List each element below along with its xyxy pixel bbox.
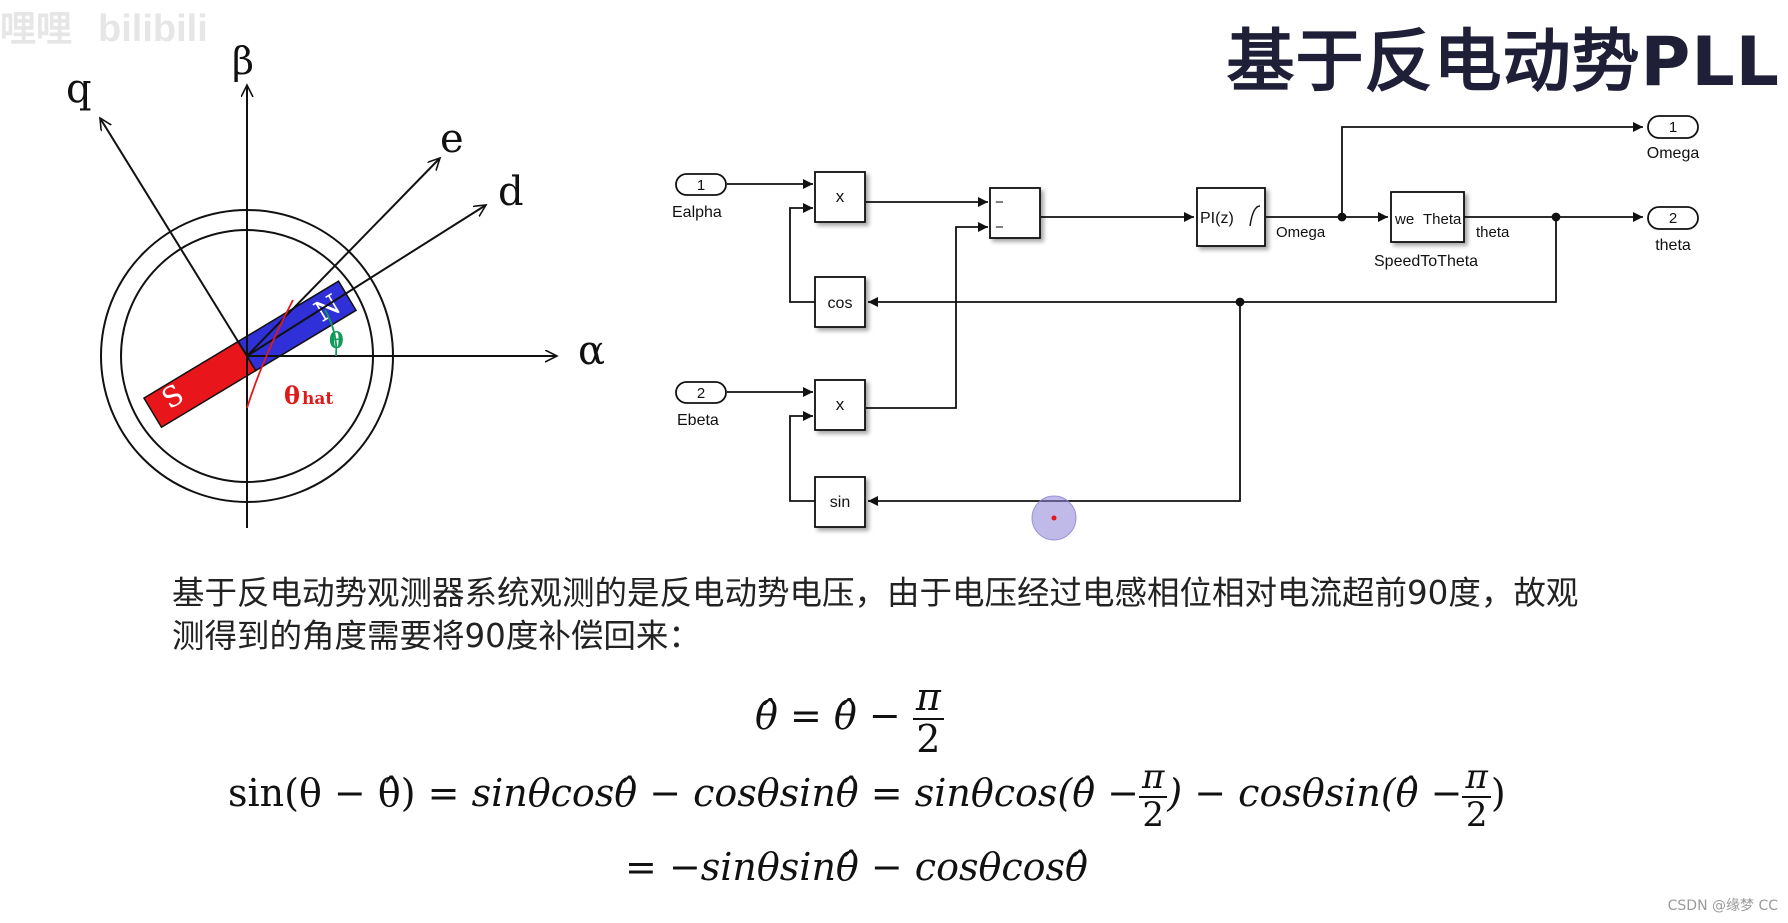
outport-omega-name: Omega [1647, 145, 1700, 162]
eq2-denominator-1: 2 [1142, 794, 1164, 835]
eq1-rhs: θ̂ [833, 693, 857, 738]
wire-omega-branch-to-outport [1341, 122, 1643, 217]
pll-block-diagram [675, 115, 1699, 528]
q-axis-label: q [66, 66, 92, 112]
theta-arc [324, 309, 338, 357]
magnet-north-pole [237, 280, 358, 372]
eq1-denominator: 2 [916, 716, 941, 761]
eq1-lhs: θ̂ [755, 693, 778, 738]
watermark-brand: bilibili [98, 8, 208, 50]
outport-theta-number: 2 [1669, 210, 1677, 227]
inport-ebeta-number: 2 [697, 385, 705, 402]
alpha-axis-label: α [578, 328, 605, 374]
eq1-minus: − [868, 693, 901, 738]
wire-theta-feedback [868, 217, 1557, 307]
eq1-numerator: π [912, 677, 944, 720]
inport-ealpha-number: 1 [697, 177, 705, 194]
eq2-term2b: ) − cosθsin(θ̂ − [1167, 771, 1463, 816]
pi-controller-label: PI(z) [1200, 210, 1234, 227]
eq1-equals: = [789, 693, 822, 738]
bilibili-watermark: 哩哩 bilibili [0, 0, 208, 52]
pi-controller-symbol [1249, 205, 1261, 227]
eq2-term2c: ) [1490, 771, 1506, 816]
e-axis-label: e [440, 116, 464, 162]
wire-cos-to-product1 [789, 203, 815, 303]
eq2-denominator-2: 2 [1465, 794, 1488, 835]
cursor-dot [1051, 515, 1057, 521]
speed-to-theta-name: SpeedToTheta [1374, 253, 1478, 270]
beta-axis-label: β [232, 39, 254, 83]
product-block-alpha-label: x [836, 187, 845, 206]
sum-sign-top: − [995, 194, 1004, 211]
theta-hat-arc [246, 299, 294, 409]
rotor-magnet [142, 280, 358, 429]
outport-theta-name: theta [1655, 237, 1691, 254]
cos-block[interactable] [814, 276, 866, 328]
eq2-numerator-2: π [1462, 759, 1491, 798]
signal-theta-label: theta [1476, 224, 1510, 241]
eq2-term1: sinθcosθ̂ − cosθsinθ̂ [471, 771, 859, 816]
wire-product2-to-sum [866, 222, 988, 409]
inport-ebeta-name: Ebeta [677, 412, 719, 429]
d-axis-label: d [498, 169, 524, 215]
inport-ebeta[interactable] [675, 381, 727, 404]
sin-block-label: sin [830, 494, 850, 511]
branch-point-theta [1551, 212, 1561, 222]
watermark-symbol: 哩哩 [0, 8, 73, 49]
equation-3: = −sinθsinθ̂ − cosθcosθ̂ [625, 845, 1088, 889]
signal-omega-label: Omega [1276, 224, 1326, 241]
product-block-beta[interactable] [814, 379, 866, 431]
wire-theta-to-sin [868, 302, 1241, 506]
branch-point-feedback [1235, 297, 1245, 307]
speed-to-theta-output-label: Theta [1423, 211, 1462, 228]
eq3-rhs: −sinθsinθ̂ − cosθcosθ̂ [668, 845, 1088, 889]
sum-block[interactable] [989, 187, 1041, 239]
theta-label: θ [329, 328, 344, 354]
equation-2: sin(θ − θ̂) = sinθcosθ̂ − cosθsinθ̂ = si… [228, 759, 1506, 835]
product-block-alpha[interactable] [814, 171, 866, 223]
e-axis [246, 158, 440, 357]
speed-to-theta-block[interactable] [1390, 191, 1465, 243]
mouse-cursor [1031, 495, 1077, 541]
sum-sign-bottom: − [995, 219, 1004, 236]
theta-hat-symbol: θ [284, 381, 300, 410]
eq2-lhs: sin(θ − θ̂) [228, 771, 416, 816]
eq2-term2a: sinθcos(θ̂ − [914, 771, 1139, 816]
inport-ealpha-name: Ealpha [672, 204, 722, 221]
speed-to-theta-input-label: we [1394, 211, 1414, 228]
pi-controller-block[interactable] [1196, 187, 1266, 247]
slide-title: 基于反电动势PLL [1226, 23, 1780, 102]
outport-omega[interactable] [1647, 115, 1699, 139]
inport-ealpha[interactable] [675, 173, 727, 196]
source-credit: CSDN @缘梦 CC [1667, 898, 1778, 914]
outport-theta[interactable] [1647, 206, 1699, 230]
eq2-equals: = [427, 771, 460, 816]
product-block-beta-label: x [836, 395, 845, 414]
cos-block-label: cos [828, 295, 853, 312]
block-diagram-labels: 1 Ealpha 2 Ebeta 1 Omega 2 theta x cos x… [672, 119, 1699, 511]
description-text: 基于反电动势观测器系统观测的是反电动势电压，由于电压经过电感相位相对电流超前90… [172, 574, 1579, 655]
outport-omega-number: 1 [1669, 119, 1677, 136]
q-axis [100, 118, 248, 357]
sin-block[interactable] [814, 476, 866, 528]
eq2-numerator-1: π [1139, 759, 1168, 798]
eq3-equals: = [625, 845, 657, 889]
wire-sin-to-product2 [789, 411, 815, 502]
theta-hat-subscript: hat [302, 389, 333, 409]
branch-point-omega [1337, 212, 1347, 222]
d-axis [246, 205, 486, 357]
eq2-equals-b: = [870, 771, 903, 816]
